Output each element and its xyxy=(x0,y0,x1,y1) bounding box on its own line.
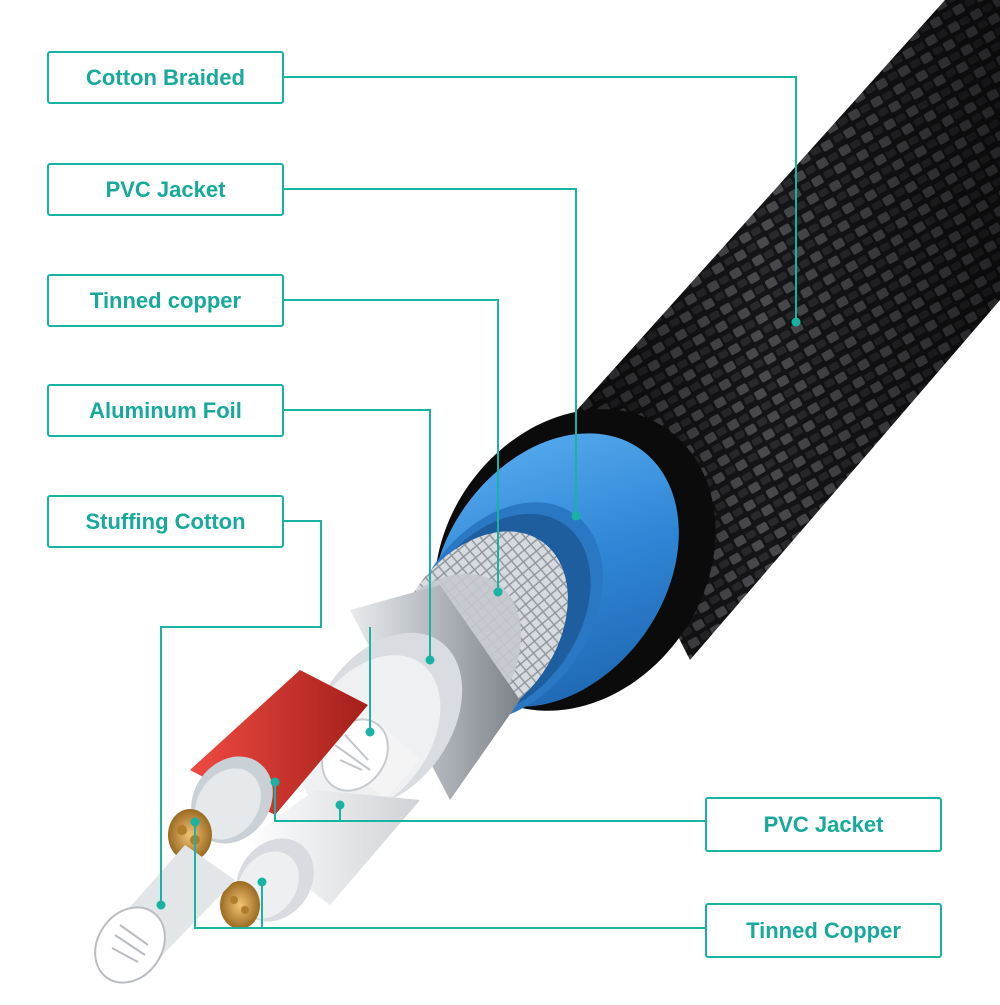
white-wire xyxy=(220,790,420,929)
label-tinned-copper-shield: Tinned copper xyxy=(47,274,284,327)
callout-dots xyxy=(156,317,801,910)
label-cotton-braided: Cotton Braided xyxy=(47,51,284,104)
label-pvc-jacket-inner: PVC Jacket xyxy=(705,797,942,852)
stranded-copper-bundle xyxy=(94,845,235,984)
label-aluminum-foil: Aluminum Foil xyxy=(47,384,284,437)
label-pvc-jacket-outer: PVC Jacket xyxy=(47,163,284,216)
label-tinned-copper-core: Tinned Copper xyxy=(705,903,942,958)
callout-lines xyxy=(160,76,797,929)
red-wire xyxy=(168,670,368,861)
label-stuffing-cotton: Stuffing Cotton xyxy=(47,495,284,548)
